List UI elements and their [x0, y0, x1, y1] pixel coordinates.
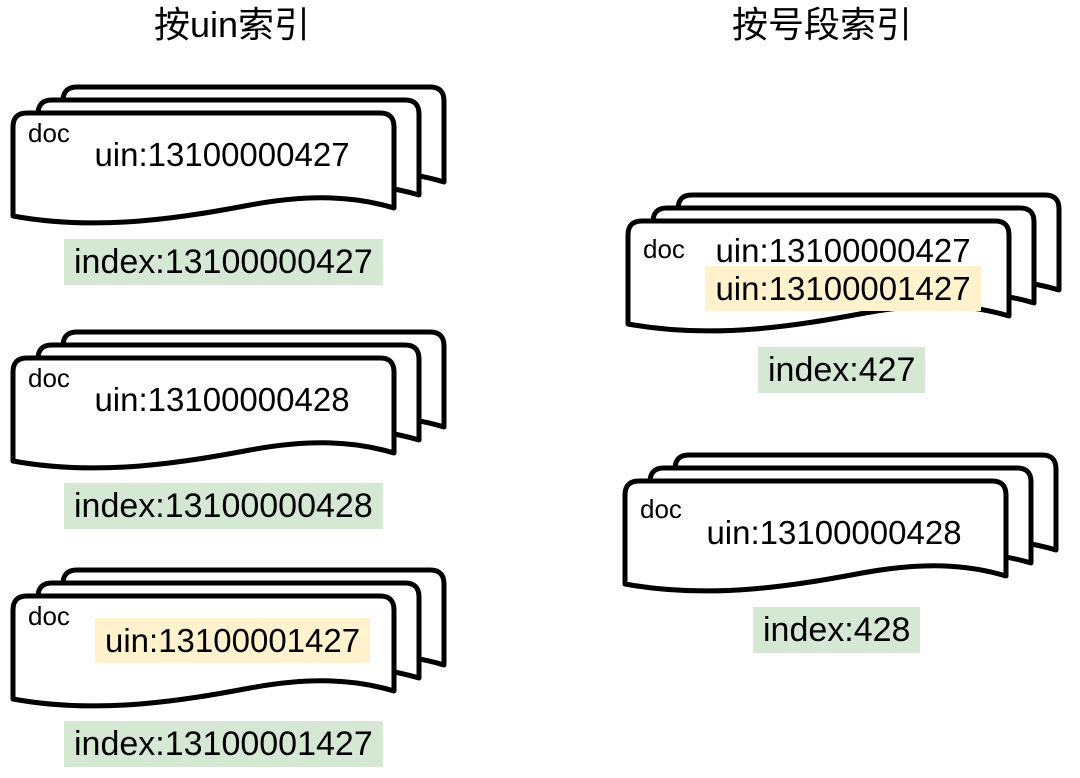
doc-stack-segment-428: doc uin:13100000428: [622, 452, 1064, 604]
doc-stack-uin-428: doc uin:13100000428: [10, 329, 452, 481]
uin-value-highlighted: uin:13100001427: [95, 618, 371, 663]
doc-stack-uin-427: doc uin:13100000427: [10, 84, 452, 236]
doc-label: doc: [28, 363, 70, 393]
index-badge: index:13100000427: [64, 239, 383, 285]
uin-lines: uin:13100000427: [82, 136, 362, 174]
uin-lines: uin:13100000428: [694, 514, 974, 552]
uin-lines: uin:13100000428: [82, 381, 362, 419]
doc-label: doc: [640, 494, 682, 524]
doc-stack-uin-1427: doc uin:13100001427: [10, 567, 452, 719]
doc-stack-segment-427: doc uin:13100000427 uin:13100001427: [625, 192, 1067, 344]
index-badge: index:428: [753, 607, 921, 653]
uin-value: uin:13100000428: [94, 381, 350, 418]
uin-value-highlighted: uin:13100001427: [705, 266, 981, 311]
doc-label: doc: [643, 234, 685, 264]
left-column-title: 按uin索引: [153, 4, 311, 45]
uin-lines: uin:13100001427: [95, 618, 371, 663]
index-badge: index:427: [758, 347, 926, 393]
uin-value: uin:13100000427: [94, 136, 350, 173]
index-badge: index:13100001427: [64, 721, 383, 767]
uin-value: uin:13100000427: [715, 232, 971, 269]
doc-label: doc: [28, 601, 70, 631]
uin-value: uin:13100000428: [706, 514, 962, 551]
right-column-title: 按号段索引: [731, 4, 912, 45]
uin-lines: uin:13100000427 uin:13100001427: [703, 232, 983, 311]
doc-label: doc: [28, 118, 70, 148]
index-badge: index:13100000428: [64, 483, 383, 529]
